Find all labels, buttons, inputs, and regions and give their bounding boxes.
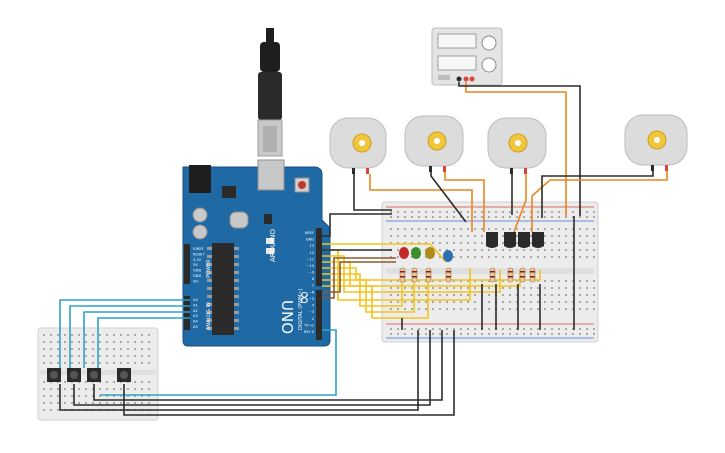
pin-label: RX←0 [304,330,315,334]
arduino-power-label: POWER [206,259,212,278]
wire-a2 [83,311,190,368]
pin-label: Vin [193,279,199,283]
arduino-power-jack [189,165,211,193]
psu-switch[interactable] [438,75,450,80]
psu-knob-current[interactable] [481,57,497,73]
wire-btn-gnd-1 [59,330,419,411]
digital-header-upper [316,228,322,286]
pin-label: A2 [193,309,198,313]
npn-transistor-icon[interactable] [486,232,544,248]
usb-cable-icon [257,28,283,157]
wire-motor2-neg [430,172,467,223]
power-supply[interactable] [431,27,503,86]
pin-label: ~6 [309,290,315,294]
wire-a1 [69,305,190,368]
wire-arduino-gnd [322,213,392,237]
pin-label: 5V [193,263,198,267]
power-header [184,244,190,284]
arduino-crystal [229,211,249,229]
pin-label: ~3 [309,310,314,314]
arduino-capacitor [192,224,208,240]
pin-label: ~10 [306,264,314,268]
pin-label: ~5 [309,297,314,301]
arduino-model-text: UNO [278,300,296,334]
pin-label: GND [193,269,201,273]
wire-pin4 [322,257,396,299]
pin-label: TX→1 [303,323,314,327]
psu-terminal-negative[interactable] [456,76,462,82]
pin-label: GND [193,274,201,278]
pin-label: AREF [305,231,314,235]
pin-label: A3 [193,314,198,318]
wire-psu-positive [465,82,567,216]
wire-btn-gnd-4 [123,330,455,416]
wire-btn-gnd-2 [73,330,431,406]
arduino-capacitor [192,207,208,223]
wire-a0 [59,299,190,368]
arduino-atmega-chip [212,243,234,335]
pin-label: 12 [309,251,314,255]
wire-motor1-pos [369,174,473,232]
pin-label: A1 [193,303,198,307]
arduino-uno[interactable]: ARDUINO ∞ UNO POWER ANALOG IN DIGITAL (P… [182,159,331,347]
wire-pin8 [322,273,403,307]
wire-a3 [97,317,190,368]
wire-motor1-neg [353,174,392,211]
arduino-logo-text: ARDUINO [269,229,277,262]
wires [59,82,668,416]
wire-btn-gnd-3 [93,330,443,401]
pin-label: A4 [193,320,198,324]
pin-label: ~9 [309,271,315,275]
psu-terminal-positive[interactable] [463,76,469,82]
pin-label: RESET [193,252,205,256]
dc-motor-icon[interactable] [329,114,688,174]
pin-label: 7 [312,284,314,288]
psu-terminal-positive-2[interactable] [469,76,475,82]
pin-label: A0 [193,298,198,302]
analog-header [184,296,190,330]
digital-header-lower [316,290,322,340]
wire-pin13 [322,243,447,263]
wire-pin7 [322,279,415,313]
wire-motor3-pos [513,174,527,233]
wire-motor2-pos [444,172,485,232]
wire-pin5 [322,261,396,293]
resistor-icon[interactable] [399,267,536,283]
arduino-brand-mark: ∞ [294,290,315,305]
pin-label: IOREF [193,247,204,251]
pin-label: GND [306,238,314,242]
pin-label: 2 [312,317,314,321]
pin-label: A5 [193,325,198,329]
wire-psu-negative [458,82,581,216]
psu-display-1 [437,33,477,49]
pin-label: 4 [312,304,315,308]
arduino-digital-label: DIGITAL (PWM~) [298,288,304,330]
arduino-analog-label: ANALOG IN [206,302,212,330]
psu-knob-voltage[interactable] [481,35,497,51]
wire-pin6 [322,282,429,319]
pin-label: 13 [309,244,314,248]
wire-motor4-pos [531,171,668,232]
wire-pin11 [322,255,501,293]
led-icon[interactable] [399,247,453,262]
pushbutton-icon[interactable] [47,368,131,382]
pin-label: 3.3V [193,258,202,262]
wire-motor4-neg [541,171,654,218]
pin-label: ~11 [306,257,314,261]
psu-display-2 [437,55,477,71]
digital-pin-labels: AREF GND 13 12 ~11 ~10 ~9 8 7 ~6 ~5 4 ~3 2TX→1RX←0 [303,231,315,334]
wire-pin2 [100,329,337,396]
pin-label: 8 [312,277,315,281]
arduino-usb-port [257,159,285,191]
